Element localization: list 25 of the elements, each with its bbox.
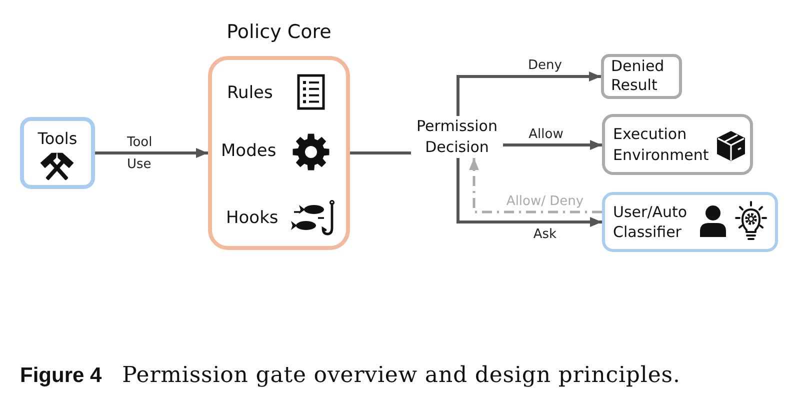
arrow [503, 140, 602, 150]
edge-label: Allow/ Deny [505, 194, 585, 210]
item-label: Rules [227, 83, 273, 104]
edge-label: Allow [528, 127, 564, 143]
result-box [601, 54, 682, 99]
edge-label: Deny [527, 58, 563, 74]
tools-box [20, 117, 95, 189]
item-label: Hooks [226, 208, 278, 229]
environment-box [602, 114, 753, 175]
node-label: User/Auto Classifier [613, 202, 688, 242]
arrow [95, 148, 208, 158]
group-heading: Policy Core [226, 22, 332, 43]
classifier-box [602, 192, 778, 252]
arrow [456, 72, 601, 116]
edge-label: Ask [532, 227, 558, 243]
decision-label: Permission Decision [411, 116, 503, 158]
connector-line [350, 152, 411, 154]
node-label: Tools [36, 128, 78, 149]
arrow [456, 158, 602, 227]
figure-caption: Figure 4 Permission gate overview and design principles. [20, 362, 680, 390]
dashed-arrow [469, 158, 602, 214]
edge-label: Tool Use [127, 134, 154, 174]
item-label: Modes [221, 141, 276, 162]
node-label: Denied Result [611, 57, 666, 95]
node-label: Execution Environment [613, 124, 710, 166]
